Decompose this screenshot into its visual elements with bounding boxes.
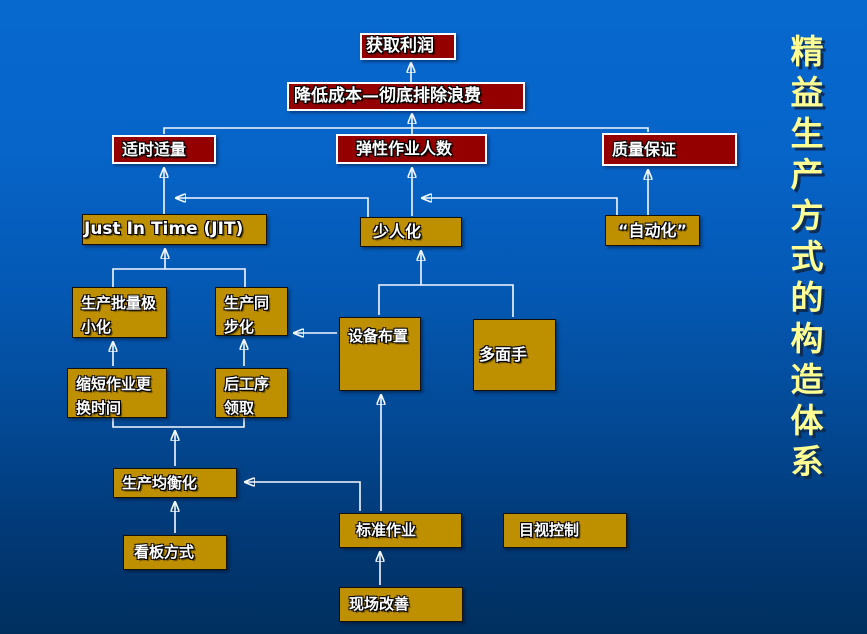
node-jidoka-label: “自动化” [617,220,688,240]
node-multiskill: 多面手 [473,319,556,391]
node-profit-label: 获取利润 [366,35,434,56]
edge-bus-under-fewer [378,284,514,317]
node-smallbatch: 生产批量极小化 [72,287,167,338]
node-flexstaff-label: 弹性作业人数 [356,139,453,158]
node-fewer-label: 少人化 [373,222,422,241]
node-quality: 质量保证 [602,133,737,166]
node-flexstaff: 弹性作业人数 [336,134,487,164]
node-kaizen-label: 现场改善 [349,595,410,614]
node-timely: 适时适量 [112,135,216,164]
node-layout-label: 设备布置 [348,327,409,345]
node-cost: 降低成本—彻底排除浪费 [287,82,525,111]
node-stdwork: 标准作业 [339,513,462,548]
node-stdwork-label: 标准作业 [356,521,417,540]
node-profit: 获取利润 [360,33,456,60]
node-jidoka: “自动化” [605,215,700,246]
slide-title: 精益生产方式的构造体系 [785,34,824,485]
node-leveling: 生产均衡化 [113,468,237,498]
node-changeover: 缩短作业更换时间 [67,368,167,418]
edge-bus-under-jit [112,268,246,287]
node-sync: 生产同步化 [215,287,288,336]
node-kaizen: 现场改善 [339,587,463,622]
node-layout: 设备布置 [339,317,421,391]
node-kanban-label: 看板方式 [134,543,195,562]
node-pull-label: 后工序领取 [224,375,270,417]
node-kanban: 看板方式 [123,535,227,570]
node-smallbatch-label: 生产批量极小化 [81,294,157,336]
node-leveling-label: 生产均衡化 [122,473,198,492]
node-timely-label: 适时适量 [122,139,187,159]
node-jit-label: Just In Time (JIT) [84,218,244,239]
node-multiskill-label: 多面手 [479,345,528,364]
node-visual-label: 目视控制 [519,521,580,540]
node-jit: Just In Time (JIT) [82,214,267,245]
edge-jidoka-to-flexstaff [423,198,618,215]
node-fewer: 少人化 [360,217,462,247]
node-cost-label: 降低成本—彻底排除浪费 [294,85,481,106]
node-visual: 目视控制 [503,513,627,548]
node-changeover-label: 缩短作业更换时间 [76,375,152,417]
edge-stdwork-to-leveling [246,482,361,511]
node-sync-label: 生产同步化 [224,294,270,336]
node-pull: 后工序领取 [215,368,288,418]
node-quality-label: 质量保证 [612,139,677,159]
